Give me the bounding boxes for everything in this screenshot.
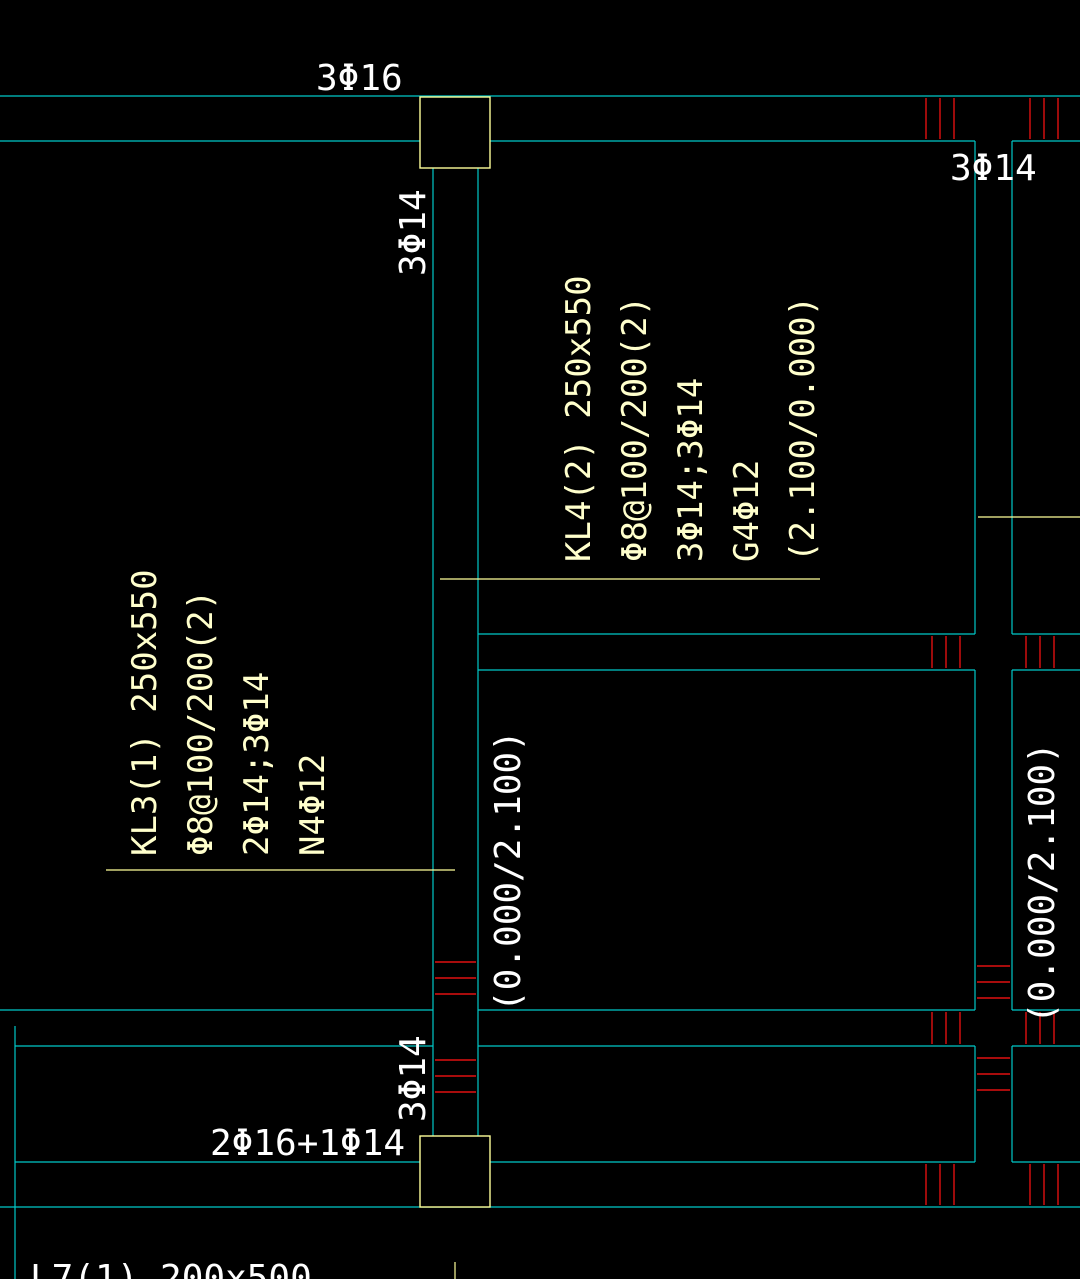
beam-lines [0,95,1080,1279]
kl3-line2: Φ8@100/200(2) [181,590,221,856]
elevation-center-label: (0.000/2.100) [488,730,529,1012]
rebar-marks [435,98,1059,1205]
kl4-line2: Φ8@100/200(2) [615,296,655,562]
kl3-line4: N4Φ12 [293,754,333,856]
columns [419,96,491,1208]
leader-lines [106,516,1080,1279]
upper-column-side-label: 3Φ14 [393,189,434,276]
kl4-line5: (2.100/0.000) [783,296,823,562]
kl3-annotation: KL3(1) 250x550 Φ8@100/200(2) 2Φ14;3Φ14 N… [125,569,333,856]
kl4-annotation: KL4(2) 250x550 Φ8@100/200(2) 3Φ14;3Φ14 G… [559,275,823,562]
kl4-line3: 3Φ14;3Φ14 [671,378,711,562]
top-left-rebar-label: 3Φ16 [316,58,403,99]
kl4-line1: KL4(2) 250x550 [559,275,599,562]
top-right-rebar-label: 3Φ14 [950,148,1037,189]
kl3-line3: 2Φ14;3Φ14 [237,672,277,856]
elevation-right-label: (0.000/2.100) [1022,742,1063,1024]
bottom-rebar-label: 2Φ16+1Φ14 [210,1123,405,1164]
bottom-cut-label: L7(1) 200x500 [30,1258,312,1279]
lower-column-side-label: 3Φ14 [393,1035,434,1122]
kl3-line1: KL3(1) 250x550 [125,569,165,856]
kl4-line4: G4Φ12 [727,460,767,562]
